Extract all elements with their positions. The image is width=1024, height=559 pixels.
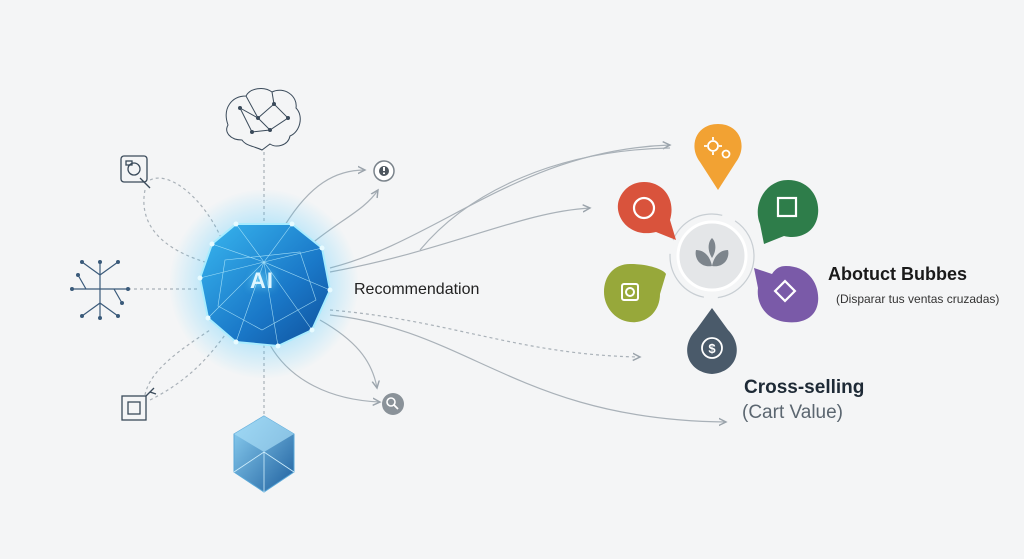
cross-selling-title: Cross-selling	[744, 377, 865, 398]
ai-hub-label: AI	[250, 268, 274, 293]
dollar-icon: $	[701, 337, 723, 359]
recommendation-label: Recommendation	[354, 281, 480, 298]
plant-icon	[695, 238, 729, 267]
camera-scan-icon	[120, 155, 151, 189]
crop-tool-icon	[121, 387, 157, 421]
circuit-tree-icon	[70, 260, 130, 320]
connector-to-slate	[329, 309, 640, 357]
connector-crop	[144, 329, 211, 396]
connector-camera-2	[143, 189, 206, 263]
bubble-cluster: $	[604, 124, 819, 374]
diamond-icon	[773, 279, 797, 303]
svg-text:$: $	[708, 341, 716, 356]
square-icon	[776, 196, 798, 218]
connector-to-cross	[329, 314, 726, 422]
connector-camera	[149, 177, 223, 241]
frame-icon	[621, 283, 639, 301]
cross-selling-subtitle: (Cart Value)	[742, 402, 844, 423]
about-bubbles-title: Abotuct Bubbes	[828, 264, 967, 284]
ai-hub	[169, 189, 359, 379]
search-pin-icon	[382, 393, 404, 415]
about-bubbles-subtitle: (Disparar tus ventas cruzadas)	[836, 292, 1000, 306]
alert-pin-icon	[373, 160, 395, 182]
connector-to-upper	[419, 147, 671, 251]
connector-to-red	[329, 208, 590, 273]
brain-network-icon	[225, 88, 301, 151]
crystal-icon	[233, 415, 295, 493]
red-bubble	[617, 182, 676, 240]
green-bubble	[757, 180, 819, 244]
slate-bubble: $	[687, 308, 737, 374]
circle-icon	[632, 196, 656, 220]
gears-bubble	[694, 124, 742, 190]
connector-to-gears	[329, 145, 670, 269]
olive-bubble	[604, 264, 666, 323]
gears-icon	[704, 137, 731, 159]
purple-bubble	[754, 266, 819, 323]
